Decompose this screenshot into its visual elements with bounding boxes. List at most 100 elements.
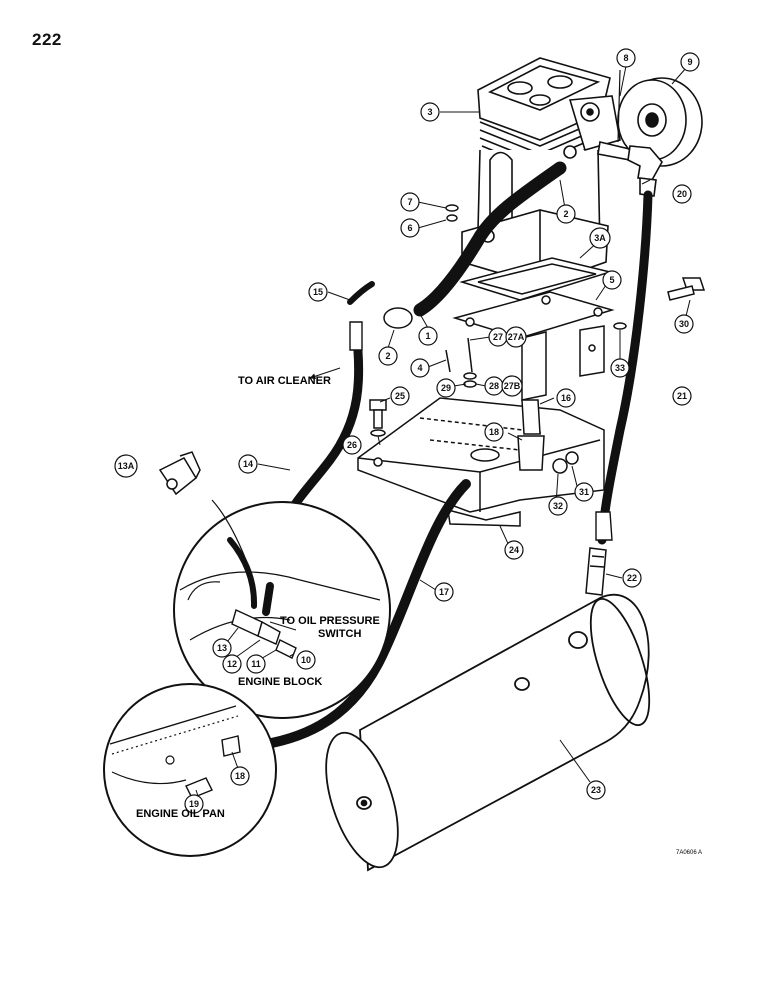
oil-pan-detail [103,683,277,857]
callout-28: 28 [484,376,504,396]
callout-19: 19 [184,794,204,814]
callout-4: 4 [410,358,430,378]
svg-text:31: 31 [579,487,589,497]
to-oil-pressure-label: TO OIL PRESSURE [280,615,380,627]
svg-text:7: 7 [407,197,412,207]
svg-text:32: 32 [553,501,563,511]
callout-21: 21 [672,386,692,406]
svg-text:13A: 13A [118,461,135,471]
svg-text:13: 13 [217,643,227,653]
callout-18b: 18 [230,766,250,786]
engine-block-detail [173,501,391,719]
svg-text:18: 18 [489,427,499,437]
svg-text:22: 22 [627,573,637,583]
callout-10: 10 [296,650,316,670]
engine-oil-pan-label: ENGINE OIL PAN [136,808,225,820]
svg-text:33: 33 [615,363,625,373]
callout-11: 11 [246,654,266,674]
page-number: 222 [32,30,62,49]
svg-text:30: 30 [679,319,689,329]
callouts: 3 8 9 20 2 3A 5 7 6 15 1 2 4 27 27A 29 2… [114,48,700,814]
callout-9: 9 [680,52,700,72]
svg-text:8: 8 [623,53,628,63]
callout-8: 8 [616,48,636,68]
svg-text:25: 25 [395,391,405,401]
svg-text:14: 14 [243,459,253,469]
svg-text:17: 17 [439,587,449,597]
oil-return-hose [225,479,471,753]
svg-text:10: 10 [301,655,311,665]
callout-12: 12 [222,654,242,674]
hose-clamp [383,307,413,329]
callout-33: 33 [610,358,630,378]
fitting-13A [158,451,201,496]
engine-block-label: ENGINE BLOCK [238,676,322,688]
callout-31: 31 [574,482,594,502]
callout-13A: 13A [114,454,138,478]
svg-text:16: 16 [561,393,571,403]
callout-27B: 27B [501,375,523,397]
svg-text:20: 20 [677,189,687,199]
callout-29: 29 [436,378,456,398]
callout-2b: 2 [378,346,398,366]
gasket-and-plate [452,257,615,401]
callout-27: 27 [488,327,508,347]
svg-text:3A: 3A [594,233,606,243]
svg-text:21: 21 [677,391,687,401]
detail-leader [211,499,247,561]
bolts [369,277,706,437]
washers [445,204,459,222]
callout-5: 5 [602,270,622,290]
callout-25: 25 [390,386,410,406]
to-air-cleaner-label: TO AIR CLEANER [238,375,331,387]
svg-text:5: 5 [609,275,614,285]
callout-7: 7 [400,192,420,212]
callout-6: 6 [400,218,420,238]
callout-23: 23 [586,780,606,800]
svg-text:27: 27 [493,332,503,342]
callout-20: 20 [672,184,692,204]
callout-32: 32 [548,496,568,516]
callout-13: 13 [212,638,232,658]
callout-22: 22 [622,568,642,588]
switch-label: SWITCH [318,628,361,640]
key-part [617,69,621,143]
elbow-15 [347,281,375,305]
svg-text:29: 29 [441,383,451,393]
svg-text:19: 19 [189,799,199,809]
callout-15: 15 [308,282,328,302]
svg-text:24: 24 [509,545,519,555]
svg-text:9: 9 [687,57,692,67]
figure-reference: 7A0606 A [676,850,702,856]
svg-text:23: 23 [591,785,601,795]
callout-1: 1 [418,326,438,346]
svg-text:3: 3 [427,107,432,117]
callout-30: 30 [674,314,694,334]
intake-hose [413,161,567,317]
svg-text:4: 4 [417,363,422,373]
air-tank [325,593,651,872]
callout-3: 3 [420,102,440,122]
callout-18: 18 [484,422,504,442]
svg-text:15: 15 [313,287,323,297]
callout-27A: 27A [505,326,527,348]
svg-text:1: 1 [425,331,430,341]
svg-text:2: 2 [563,209,568,219]
callout-24: 24 [504,540,524,560]
elbow-fitting-20 [627,145,663,197]
fitting-22 [585,547,607,596]
svg-text:26: 26 [347,440,357,450]
callout-2: 2 [556,204,576,224]
svg-text:27A: 27A [508,332,525,342]
svg-text:18: 18 [235,771,245,781]
callout-14: 14 [238,454,258,474]
mounting-bracket [357,397,605,527]
svg-text:6: 6 [407,223,412,233]
svg-text:2: 2 [385,351,390,361]
svg-text:28: 28 [489,381,499,391]
callout-17: 17 [434,582,454,602]
pulley [617,77,703,167]
svg-text:27B: 27B [504,381,521,391]
svg-text:11: 11 [251,659,261,669]
